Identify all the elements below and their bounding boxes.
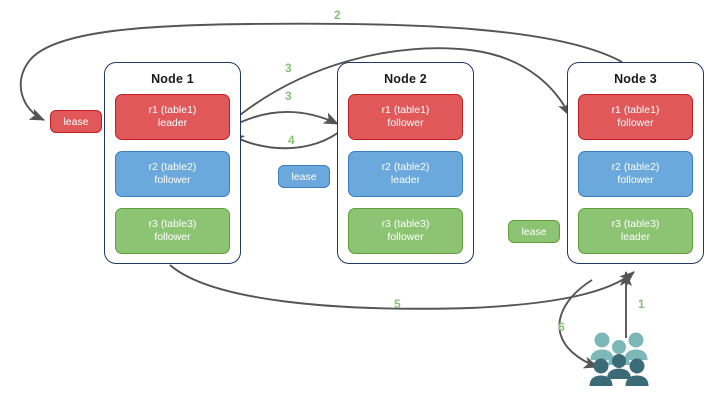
range-role: leader	[157, 117, 188, 129]
range-r1[interactable]: r1 (table1) follower	[578, 94, 693, 140]
step-label-3-upper: 3	[285, 61, 292, 75]
lease-badge-r3[interactable]: lease	[508, 220, 560, 243]
range-r3[interactable]: r3 (table3) follower	[115, 208, 230, 254]
range-list: r1 (table1) follower r2 (table2) followe…	[568, 94, 703, 254]
range-r1[interactable]: r1 (table1) follower	[348, 94, 463, 140]
lease-badge-r2[interactable]: lease	[278, 165, 330, 188]
range-role: follower	[154, 231, 191, 243]
range-name: r3 (table3)	[611, 218, 660, 231]
range-r3[interactable]: r3 (table3) follower	[348, 208, 463, 254]
range-list: r1 (table1) leader r2 (table2) follower …	[105, 94, 240, 254]
range-name: r3 (table3)	[381, 218, 430, 231]
range-role: leader	[620, 231, 651, 243]
range-name: r1 (table1)	[611, 104, 660, 117]
range-role: leader	[390, 174, 421, 186]
range-r2[interactable]: r2 (table2) follower	[115, 151, 230, 197]
step-label-3-lower: 3	[285, 89, 292, 103]
node-title: Node 3	[614, 72, 657, 86]
range-role: follower	[617, 117, 654, 129]
node-title: Node 1	[151, 72, 194, 86]
range-r1[interactable]: r1 (table1) leader	[115, 94, 230, 140]
range-r3[interactable]: r3 (table3) leader	[578, 208, 693, 254]
step-label-5: 5	[394, 297, 401, 311]
arrow-step-3-lower	[223, 111, 340, 132]
arrow-step-4	[229, 127, 345, 150]
arrow-step-5	[169, 264, 635, 310]
range-role: follower	[617, 174, 654, 186]
lease-badge-r1[interactable]: lease	[50, 110, 102, 133]
range-name: r3 (table3)	[148, 218, 197, 231]
node-title: Node 2	[384, 72, 427, 86]
range-name: r2 (table2)	[381, 161, 430, 174]
users-group-icon	[589, 332, 649, 386]
range-role: follower	[154, 174, 191, 186]
range-name: r2 (table2)	[148, 161, 197, 174]
node-box-node-2[interactable]: Node 2 r1 (table1) follower r2 (table2) …	[337, 62, 474, 264]
range-name: r1 (table1)	[381, 104, 430, 117]
node-box-node-3[interactable]: Node 3 r1 (table1) follower r2 (table2) …	[567, 62, 704, 264]
range-r2[interactable]: r2 (table2) follower	[578, 151, 693, 197]
range-role: follower	[387, 117, 424, 129]
step-label-1: 1	[638, 297, 645, 311]
range-role: follower	[387, 231, 424, 243]
step-label-6: 6	[558, 320, 565, 334]
range-r2[interactable]: r2 (table2) leader	[348, 151, 463, 197]
step-label-2: 2	[334, 8, 341, 22]
step-label-4: 4	[288, 133, 295, 147]
range-list: r1 (table1) follower r2 (table2) leader …	[338, 94, 473, 254]
node-box-node-1[interactable]: Node 1 r1 (table1) leader r2 (table2) fo…	[104, 62, 241, 264]
range-name: r2 (table2)	[611, 161, 660, 174]
range-name: r1 (table1)	[148, 104, 197, 117]
